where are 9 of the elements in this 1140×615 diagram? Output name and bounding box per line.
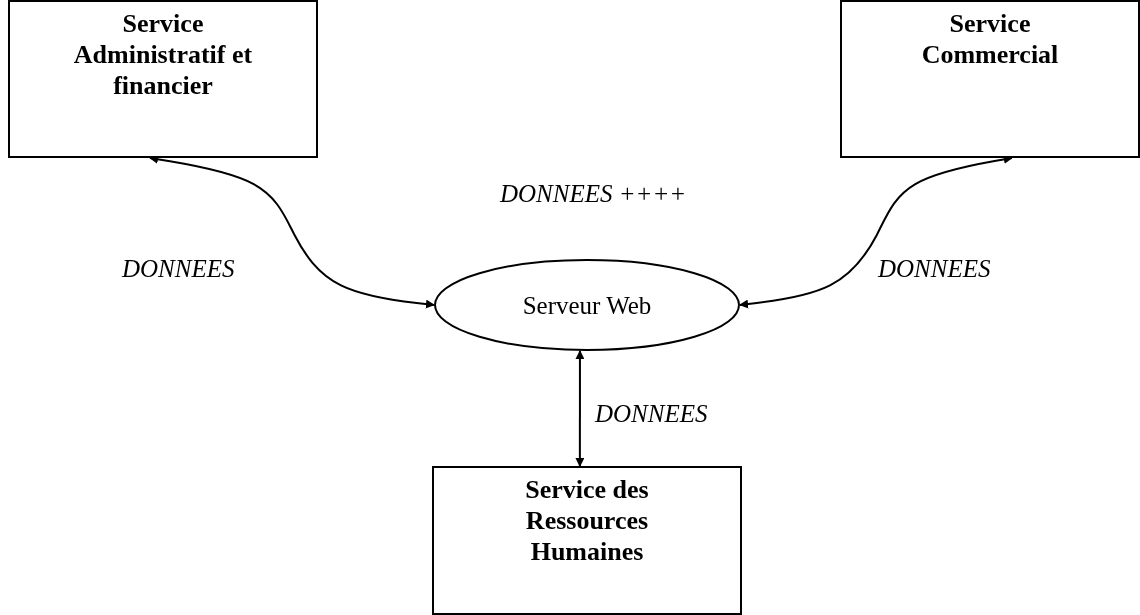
server-ellipse [434,259,740,351]
service-box [8,0,318,158]
node-label: Service Commercial [920,8,1060,70]
node-label: Service des Ressources Humaines [524,474,650,567]
double-arrow [575,350,585,467]
service-box [432,466,742,615]
node-label: Serveur Web [522,290,652,321]
service-box [840,0,1140,158]
node-label: Service Administratif et financier [72,8,254,101]
